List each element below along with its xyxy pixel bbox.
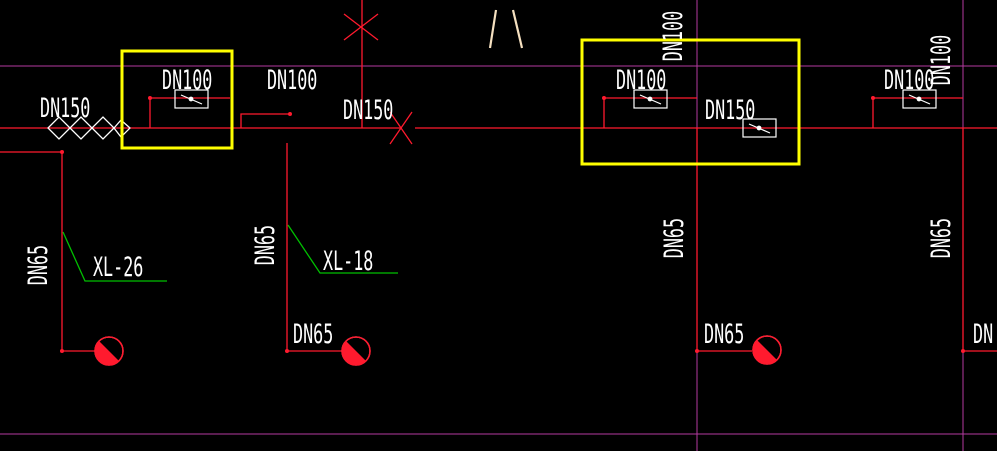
hydrant-symbol-icon <box>341 336 371 366</box>
label-dn150-left: DN150 <box>40 93 90 124</box>
leader-xl26 <box>62 231 167 282</box>
bypass-box2 <box>603 97 697 128</box>
bypass-mid <box>240 113 290 128</box>
highlight-box-1[interactable] <box>120 49 234 150</box>
label-dn100-right-vertical: DN100 <box>926 35 957 85</box>
hydrant-symbol-icon <box>752 335 782 365</box>
valve-symbol-icon <box>174 89 209 109</box>
label-dn65-vertical-4: DN65 <box>926 218 957 258</box>
label-dn65-vertical-1: DN65 <box>23 245 54 285</box>
bypass-box1 <box>149 97 230 128</box>
bypass-right <box>872 97 963 128</box>
diamond-fitting-icon <box>47 116 131 140</box>
node <box>602 96 606 100</box>
label-dn150-mid: DN150 <box>343 95 393 126</box>
label-xl-26: XL-26 <box>93 252 143 283</box>
label-dn65-vertical-3: DN65 <box>659 218 690 258</box>
valve-symbol-icon <box>742 118 777 138</box>
pipes <box>0 0 997 352</box>
label-dn100-box2: DN100 <box>616 65 666 96</box>
hydrant-symbols <box>94 335 782 366</box>
label-dn100-top-vertical: DN100 <box>658 11 689 61</box>
cross-marks <box>343 13 413 145</box>
valve-symbols <box>174 89 937 138</box>
label-dn65-branch-2: DN65 <box>293 319 333 350</box>
node <box>285 349 289 353</box>
highlight-box-2[interactable] <box>580 38 801 166</box>
node <box>60 349 64 353</box>
leader-xl18 <box>287 224 398 274</box>
label-xl-18: XL-18 <box>323 246 373 277</box>
node <box>148 96 152 100</box>
label-dn100-mid: DN100 <box>267 65 317 96</box>
node <box>961 349 965 353</box>
pipe-nodes <box>60 96 965 353</box>
label-dn100-right: DN100 <box>884 65 934 96</box>
node <box>871 96 875 100</box>
node <box>60 150 64 154</box>
node <box>695 349 699 353</box>
hydrant-symbol-icon <box>94 336 124 366</box>
label-dn-branch-4: DN <box>973 319 993 350</box>
valve-symbol-icon <box>633 89 668 109</box>
highlight-boxes <box>120 38 801 166</box>
top-marks <box>488 9 524 49</box>
label-dn150-box2: DN150 <box>705 95 755 126</box>
vertical-labels: DN65 DN65 DN65 DN65 DN100 DN100 <box>23 11 957 285</box>
cross-mark-icon <box>389 111 413 145</box>
label-dn100-box1: DN100 <box>162 65 212 96</box>
label-dn65-branch-3: DN65 <box>704 319 744 350</box>
leader-lines <box>62 224 398 282</box>
label-dn65-vertical-2: DN65 <box>250 225 281 265</box>
valve-symbol-icon <box>902 89 937 109</box>
pipe-labels: DN150 DN100 DN100 DN150 DN100 DN150 DN10… <box>40 65 993 350</box>
node <box>288 112 292 116</box>
cross-mark-icon <box>343 13 379 41</box>
